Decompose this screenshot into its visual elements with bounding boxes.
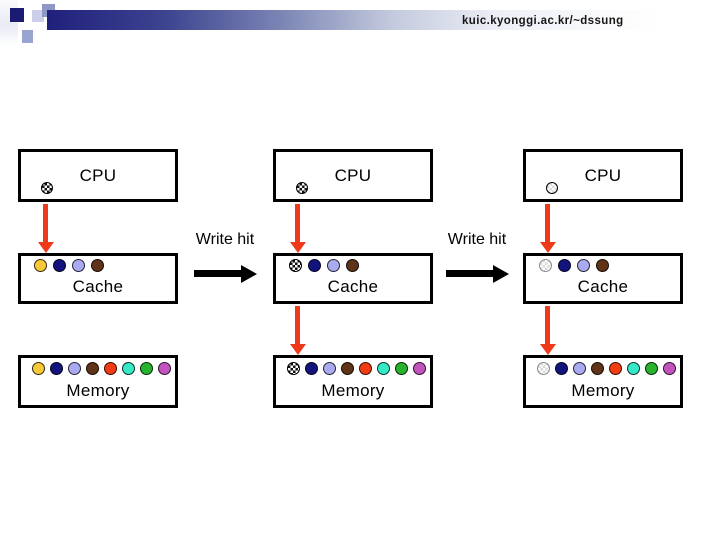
arrow-cpu-to-cache-1 bbox=[37, 204, 54, 253]
cpu-label: CPU bbox=[79, 165, 117, 185]
data-block-yellow bbox=[34, 259, 47, 272]
data-block-brown bbox=[596, 259, 609, 272]
write-hit-label-left: Write hit bbox=[195, 231, 255, 248]
memory-box-1: Memory bbox=[18, 355, 178, 408]
data-block-navy bbox=[50, 362, 63, 375]
data-block-periwinkle bbox=[327, 259, 340, 272]
data-block-magenta bbox=[413, 362, 426, 375]
arrow-cache-to-memory-2 bbox=[289, 306, 306, 355]
cache-label: Cache bbox=[72, 277, 124, 296]
cache-blocks-row bbox=[34, 259, 110, 277]
cpu-box-3: CPU bbox=[523, 149, 683, 202]
cpu-box-2: CPU bbox=[273, 149, 433, 202]
memory-blocks-row bbox=[287, 362, 431, 380]
memory-blocks-row bbox=[32, 362, 176, 380]
data-block-cyan bbox=[627, 362, 640, 375]
data-block-green bbox=[395, 362, 408, 375]
deco-square-lavender bbox=[32, 10, 44, 22]
data-block-checker-dark bbox=[287, 362, 300, 375]
data-block-periwinkle bbox=[323, 362, 336, 375]
write-hit-arrow-left bbox=[194, 264, 257, 283]
memory-box-3: Memory bbox=[523, 355, 683, 408]
cache-box-3: Cache bbox=[523, 253, 683, 304]
memory-box-2: Memory bbox=[273, 355, 433, 408]
data-block-checker-light bbox=[537, 362, 550, 375]
cache-blocks-row bbox=[289, 259, 365, 277]
cpu-data-marker-icon bbox=[41, 182, 53, 194]
cpu-label: CPU bbox=[584, 165, 622, 185]
header-url-text: kuic.kyonggi.ac.kr/~dssung bbox=[462, 15, 624, 27]
memory-label: Memory bbox=[571, 381, 635, 400]
data-block-green bbox=[140, 362, 153, 375]
arrow-cache-to-memory-3 bbox=[539, 306, 556, 355]
memory-label: Memory bbox=[66, 381, 130, 400]
cpu-data-marker-icon bbox=[546, 182, 558, 194]
data-block-brown bbox=[346, 259, 359, 272]
data-block-cyan bbox=[377, 362, 390, 375]
data-block-brown bbox=[91, 259, 104, 272]
data-block-navy bbox=[308, 259, 321, 272]
memory-label: Memory bbox=[321, 381, 385, 400]
data-block-brown bbox=[341, 362, 354, 375]
write-hit-arrow-right bbox=[446, 264, 509, 283]
data-block-red bbox=[359, 362, 372, 375]
cache-blocks-row bbox=[539, 259, 615, 277]
data-block-periwinkle bbox=[72, 259, 85, 272]
data-block-green bbox=[645, 362, 658, 375]
cpu-box-1: CPU bbox=[18, 149, 178, 202]
arrow-cpu-to-cache-3 bbox=[539, 204, 556, 253]
data-block-red bbox=[104, 362, 117, 375]
cpu-data-marker-icon bbox=[296, 182, 308, 194]
data-block-periwinkle bbox=[68, 362, 81, 375]
cache-label: Cache bbox=[577, 277, 629, 296]
data-block-navy bbox=[305, 362, 318, 375]
data-block-red bbox=[609, 362, 622, 375]
data-block-checker-dark bbox=[289, 259, 302, 272]
data-block-magenta bbox=[663, 362, 676, 375]
header-gradient-bar bbox=[47, 10, 710, 30]
cpu-label: CPU bbox=[334, 165, 372, 185]
data-block-yellow bbox=[32, 362, 45, 375]
cache-box-2: Cache bbox=[273, 253, 433, 304]
arrow-cpu-to-cache-2 bbox=[289, 204, 306, 253]
data-block-periwinkle bbox=[577, 259, 590, 272]
data-block-cyan bbox=[122, 362, 135, 375]
data-block-periwinkle bbox=[573, 362, 586, 375]
data-block-navy bbox=[558, 259, 571, 272]
data-block-brown bbox=[591, 362, 604, 375]
write-hit-label-right: Write hit bbox=[447, 231, 507, 248]
data-block-brown bbox=[86, 362, 99, 375]
data-block-navy bbox=[53, 259, 66, 272]
deco-square-slate-2 bbox=[22, 30, 33, 43]
cache-box-1: Cache bbox=[18, 253, 178, 304]
header-side-strip bbox=[0, 0, 18, 46]
memory-blocks-row bbox=[537, 362, 681, 380]
cache-label: Cache bbox=[327, 277, 379, 296]
data-block-checker-light bbox=[539, 259, 552, 272]
deco-square-navy bbox=[10, 8, 24, 22]
data-block-magenta bbox=[158, 362, 171, 375]
data-block-navy bbox=[555, 362, 568, 375]
